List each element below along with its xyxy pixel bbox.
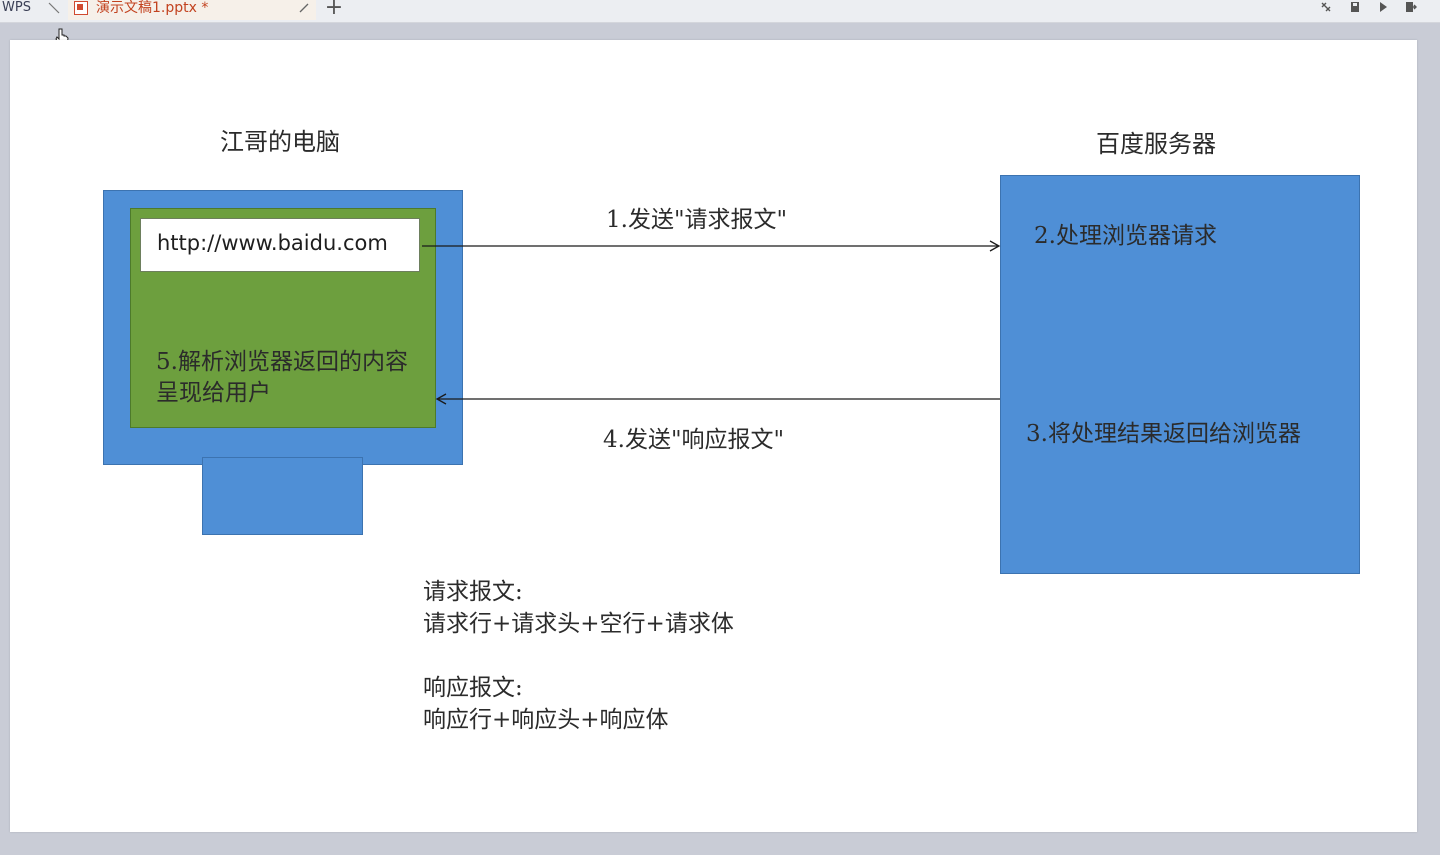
wps-app-label[interactable]: WPS bbox=[2, 0, 31, 15]
response-message-body: 响应行+响应头+响应体 bbox=[423, 707, 669, 733]
request-arrow bbox=[422, 240, 1001, 252]
pptx-file-icon bbox=[74, 1, 88, 15]
tab-close-icon[interactable] bbox=[298, 2, 310, 14]
computer-label: 江哥的电脑 bbox=[220, 128, 340, 156]
document-tab-title: 演示文稿1.pptx * bbox=[96, 0, 209, 16]
document-tab[interactable]: 演示文稿1.pptx * bbox=[68, 0, 316, 20]
step2-text: 2.处理浏览器请求 bbox=[1034, 223, 1217, 249]
tab-bar: WPS 演示文稿1.pptx * + bbox=[0, 0, 1440, 23]
slide-canvas[interactable]: 江哥的电脑 百度服务器 http://www.baidu.com 5.解析浏览器… bbox=[10, 40, 1417, 832]
new-tab-button[interactable]: + bbox=[324, 0, 344, 20]
step5-line1: 5.解析浏览器返回的内容 bbox=[156, 349, 408, 375]
tab-separator-icon bbox=[48, 2, 60, 14]
save-icon[interactable] bbox=[1349, 1, 1361, 13]
response-message-title: 响应报文: bbox=[423, 675, 523, 701]
request-message-body: 请求行+请求头+空行+请求体 bbox=[423, 611, 734, 637]
step1-text: 1.发送"请求报文" bbox=[606, 207, 788, 233]
server-box bbox=[1000, 175, 1360, 574]
step4-text: 4.发送"响应报文" bbox=[603, 427, 785, 453]
step5-line2: 呈现给用户 bbox=[156, 380, 271, 406]
pin-icon[interactable] bbox=[1320, 1, 1332, 13]
arrows-layer bbox=[422, 240, 1001, 405]
share-icon[interactable] bbox=[1377, 1, 1389, 13]
export-icon[interactable] bbox=[1405, 1, 1417, 13]
server-label: 百度服务器 bbox=[1096, 130, 1216, 158]
monitor-stand bbox=[202, 457, 363, 535]
url-text: http://www.baidu.com bbox=[157, 231, 388, 255]
url-box: http://www.baidu.com bbox=[140, 218, 420, 272]
response-arrow bbox=[435, 393, 1000, 405]
request-message-title: 请求报文: bbox=[423, 579, 523, 605]
step3-text: 3.将处理结果返回给浏览器 bbox=[1026, 421, 1301, 447]
